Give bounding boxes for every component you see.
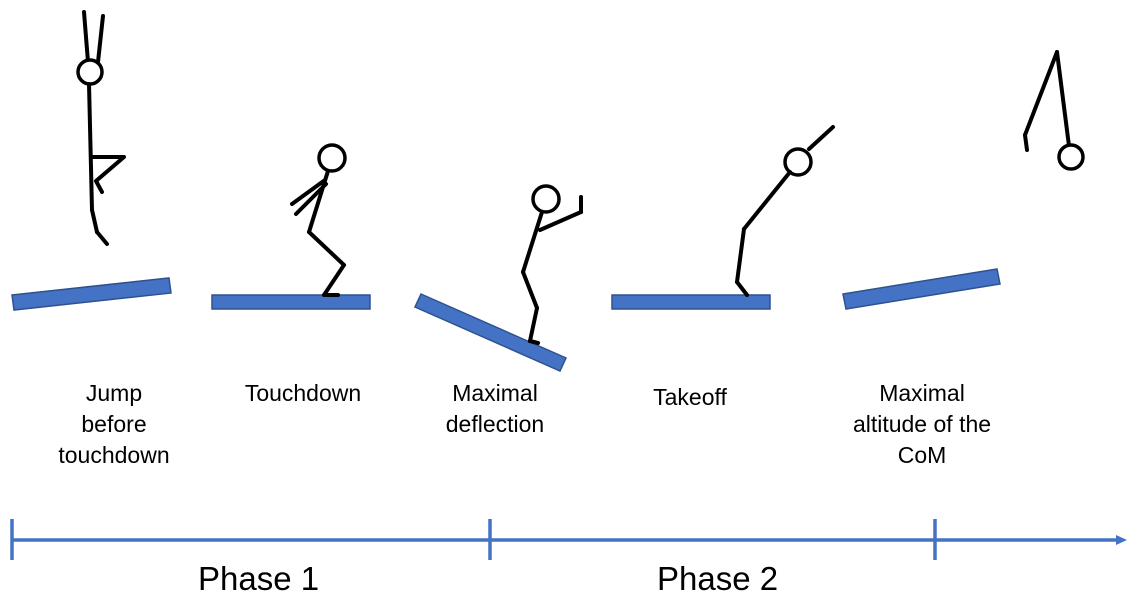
stick-figure-maximal-deflection: [521, 184, 583, 345]
stick-figure-jump-before-touchdown: [76, 10, 126, 246]
stick-figure-touchdown: [290, 143, 347, 297]
stage-label-touchdown: Touchdown: [228, 378, 378, 409]
springboard-maximal-altitude: [842, 268, 1001, 310]
stage-label-line: CoM: [897, 442, 947, 468]
springboard-maximal-deflection: [413, 293, 568, 372]
timeline-arrowhead: [1116, 535, 1127, 545]
stage-label-line: Maximal: [879, 380, 965, 406]
stick-figure-takeoff: [735, 125, 835, 297]
stage-label-line: Takeoff: [653, 384, 727, 410]
stage-label-line: Jump: [85, 380, 143, 406]
springboard-jump-before-touchdown: [11, 277, 172, 311]
stage-label-takeoff: Takeoff: [615, 382, 765, 413]
phase-timeline: [10, 519, 1127, 560]
springboards: [11, 268, 1001, 372]
springboard-takeoff: [611, 294, 771, 310]
stick-figure-maximal-altitude: [1023, 50, 1085, 171]
phase-label-1: Phase 1: [198, 560, 320, 597]
stage-label-line: before: [81, 411, 147, 437]
stage-label-maximal-deflection: Maximal deflection: [420, 378, 570, 440]
stage-label-line: deflection: [445, 411, 545, 437]
phase-label-2: Phase 2: [657, 560, 779, 597]
stage-label-maximal-altitude: Maximal altitude of the CoM: [832, 378, 1012, 471]
stage-label-line: touchdown: [58, 442, 170, 468]
stage-label-line: Maximal: [452, 380, 538, 406]
stage-label-line: altitude of the: [852, 411, 992, 437]
stage-label-line: Touchdown: [244, 380, 362, 406]
springboard-touchdown: [211, 294, 371, 310]
stage-label-jump-before-touchdown: Jump before touchdown: [39, 378, 189, 471]
